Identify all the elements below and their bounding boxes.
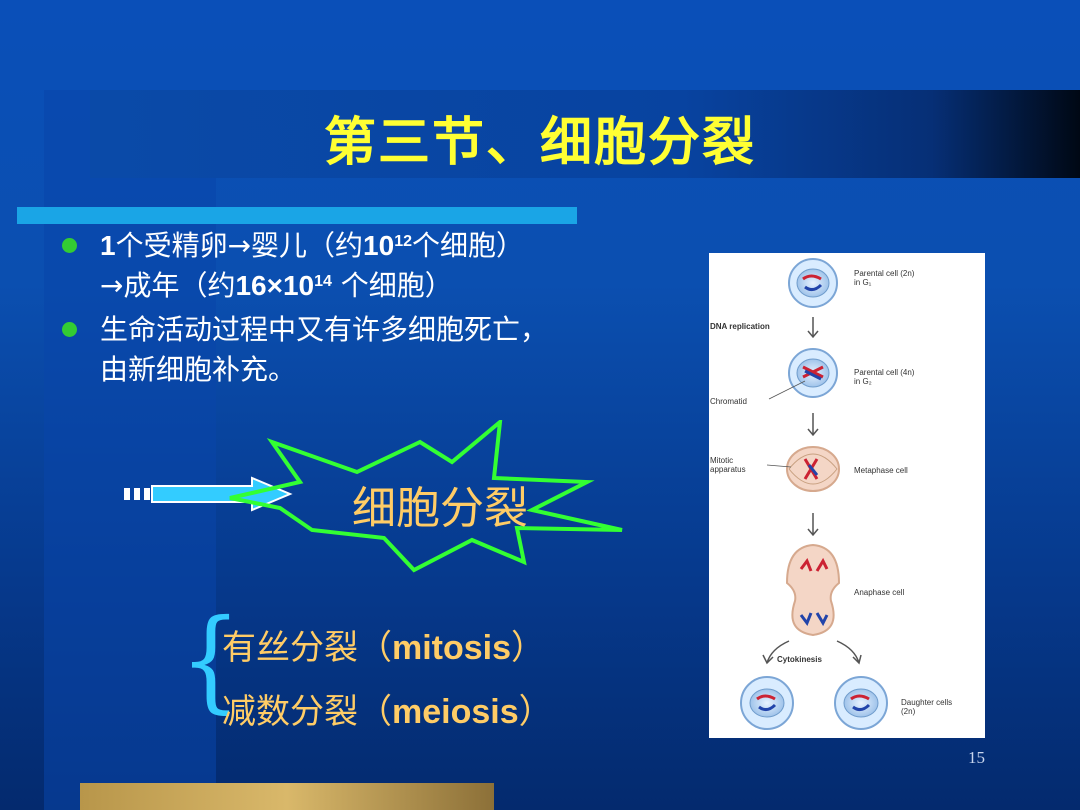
label-anaphase: Anaphase cell — [854, 588, 905, 597]
down-arrow-icon — [807, 413, 819, 437]
bullet-text: 生命活动过程中又有许多细胞死亡， — [100, 313, 549, 346]
slide-title: 第三节、细胞分裂 — [323, 113, 756, 173]
label-chromatid: Chromatid — [710, 397, 747, 406]
bullet-number: 1 — [100, 230, 116, 261]
bullet-dot-icon — [62, 238, 77, 253]
title-underline-bar — [17, 207, 577, 224]
bullet-text: 由新细胞补充。 — [100, 353, 297, 386]
division-cn: 减数分裂（ — [222, 692, 392, 732]
label-parental-g1: Parental cell (2n)in G₁ — [854, 269, 915, 287]
down-arrow-icon — [807, 513, 819, 537]
bullet-text: 个细胞） — [331, 269, 453, 302]
bullet-text: 个受精卵→婴儿（约 — [115, 229, 364, 262]
mitosis-diagram-art — [740, 258, 888, 730]
division-type: 减数分裂（meiosis） — [222, 684, 553, 733]
bullet-item: 生命活动过程中又有许多细胞死亡， 由新细胞补充。 — [62, 310, 702, 390]
nucleus-icon — [796, 268, 830, 298]
label-parental-g2: Parental cell (4n)in G₂ — [854, 368, 915, 386]
down-arrow-icon — [762, 640, 790, 665]
bullet-line: 1个受精卵→婴儿（约1012个细胞） — [100, 226, 702, 266]
division-en: meiosis — [392, 693, 519, 731]
division-cn: 有丝分裂（ — [222, 628, 392, 668]
dash-icon — [144, 488, 150, 500]
starburst-icon — [229, 420, 623, 573]
mitosis-diagram: Parental cell (2n)in G₁ DNA replication … — [709, 253, 985, 738]
label-daughter-cells: Daughter cells(2n) — [901, 698, 953, 716]
bullet-exponent: 14 — [314, 273, 332, 290]
bullet-line: →成年（约16×1014 个细胞） — [100, 266, 702, 306]
division-close: ） — [518, 692, 553, 732]
curly-brace-icon: { — [180, 595, 242, 725]
bullet-text: 个细胞） — [412, 229, 525, 262]
page-number: 15 — [968, 748, 985, 767]
cell-icon — [785, 543, 841, 637]
bullet-item: 1个受精卵→婴儿（约1012个细胞） →成年（约16×1014 个细胞） — [62, 226, 702, 306]
bottom-decorative-bar — [80, 783, 494, 810]
division-en: mitosis — [392, 629, 512, 667]
label-dna-replication: DNA replication — [710, 322, 770, 331]
down-arrow-icon — [807, 317, 819, 339]
dash-icon — [134, 488, 140, 500]
bullet-exponent: 12 — [394, 233, 412, 250]
dash-icon — [124, 488, 130, 500]
division-close: ） — [511, 628, 546, 668]
bullet-number: 10 — [363, 230, 395, 261]
label-cytokinesis: Cytokinesis — [777, 655, 822, 664]
cell-division-label: 细胞分裂 — [352, 483, 528, 534]
bullet-number: 16×10 — [235, 270, 315, 301]
bullet-text: →成年（约 — [100, 269, 236, 302]
bullet-dot-icon — [62, 322, 77, 337]
title-band — [90, 90, 1080, 178]
division-type: 有丝分裂（mitosis） — [222, 620, 545, 669]
arrow-burst-graphic — [124, 420, 623, 573]
down-arrow-icon — [836, 640, 862, 665]
bullet-list: 1个受精卵→婴儿（约1012个细胞） →成年（约16×1014 个细胞） 生命活… — [62, 226, 702, 394]
label-metaphase: Metaphase cell — [854, 466, 908, 475]
